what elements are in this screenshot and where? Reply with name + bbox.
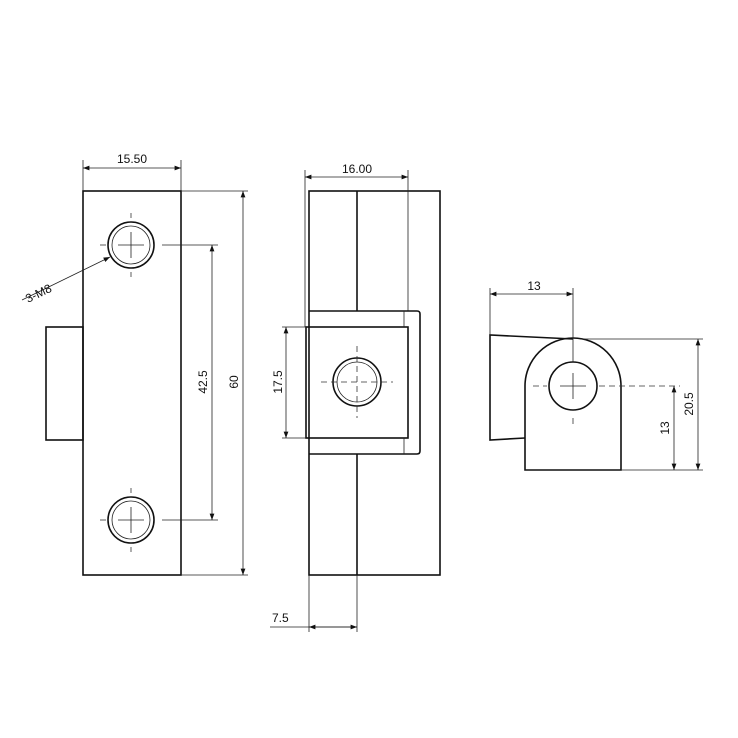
thread-callout: 3-M8 [23, 281, 54, 306]
mounting-hole-top [100, 213, 155, 277]
plate-outline [82, 190, 182, 576]
dim-right-height: 20.5 [682, 392, 696, 416]
mounting-hole-bottom [100, 488, 155, 552]
lug-hole [533, 361, 680, 426]
dim-right-width: 13 [527, 279, 541, 293]
lug-outline [524, 337, 622, 471]
block-hole [321, 346, 393, 418]
dim-middle-width: 16.00 [342, 162, 372, 176]
bracket-outline [309, 310, 421, 455]
base-outline [489, 334, 574, 441]
front-view: 15.50 3-M8 42.5 60 [21, 152, 248, 576]
dim-block-height: 17.5 [271, 370, 285, 394]
dim-left-width: 15.50 [117, 152, 147, 166]
block-outline [305, 326, 409, 439]
dim-hole-spacing: 42.5 [196, 370, 210, 394]
side-view: 16.00 17.5 7.5 [270, 162, 441, 632]
dim-overall-height: 60 [227, 375, 241, 389]
dim-offset: 7.5 [272, 611, 289, 625]
side-tab [45, 326, 84, 441]
dim-right-center-height: 13 [658, 421, 672, 435]
top-view: 13 20.5 13 [489, 279, 703, 471]
body-outline [308, 190, 441, 576]
